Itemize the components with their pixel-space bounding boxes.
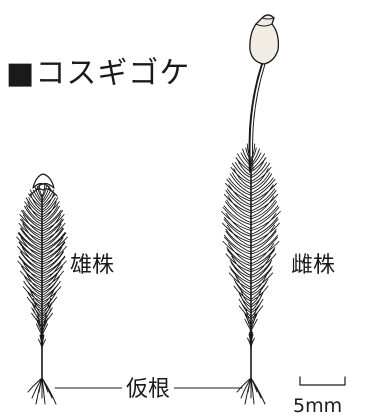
scale-bar: [299, 376, 346, 386]
seta: [248, 63, 263, 173]
female-plant-label: 雌株: [291, 253, 336, 278]
scale-label: 5mm: [293, 395, 343, 417]
male-plant: [16, 173, 68, 405]
rhizoid-label: 仮根: [122, 379, 175, 401]
rhizoid-strokes: [236, 377, 266, 405]
capsule: [249, 14, 280, 65]
male-plant-label: 雄株: [70, 253, 115, 278]
diagram-title: ■コスギゴケ: [6, 56, 191, 91]
female-plant: [221, 14, 281, 405]
rhizoid-strokes: [27, 377, 57, 405]
